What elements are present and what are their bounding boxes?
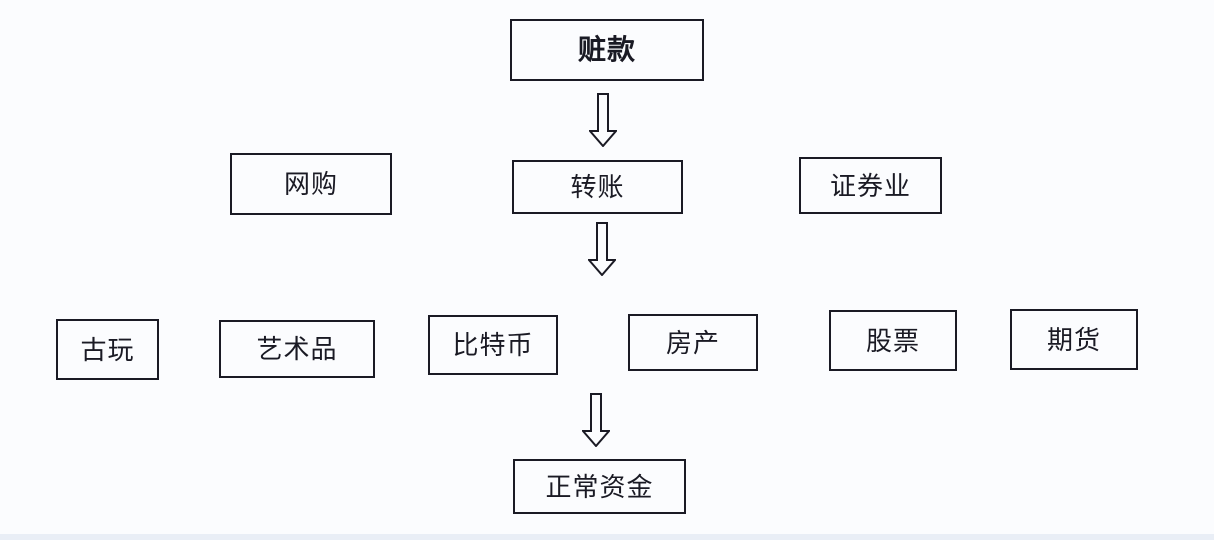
down-arrow-icon [588,222,616,276]
node-stolen-money-label: 赃款 [577,34,636,65]
node-securities-industry: 证券业 [799,157,942,214]
node-stocks-label: 股票 [865,325,920,356]
node-normal-funds-label: 正常资金 [545,471,654,502]
down-arrow-icon [589,93,617,147]
node-antiques-label: 古玩 [80,334,135,365]
node-antiques: 古玩 [56,319,159,380]
node-stocks: 股票 [829,310,957,371]
node-online-shopping: 网购 [230,153,392,215]
down-arrow-icon [582,393,610,447]
node-stolen-money: 赃款 [510,19,704,81]
node-transfer-label: 转账 [570,172,625,202]
node-artwork-label: 艺术品 [256,334,338,364]
node-futures-label: 期货 [1046,324,1101,355]
node-online-shopping-label: 网购 [283,169,338,199]
node-real-estate: 房产 [628,314,758,371]
node-artwork: 艺术品 [219,320,375,378]
node-bitcoin: 比特币 [428,315,558,375]
node-securities-industry-label: 证券业 [829,170,911,201]
bottom-edge-strip [0,534,1214,540]
node-bitcoin-label: 比特币 [452,330,534,360]
node-normal-funds: 正常资金 [513,459,686,514]
node-futures: 期货 [1010,309,1138,370]
node-real-estate-label: 房产 [665,327,720,358]
node-transfer: 转账 [512,160,683,214]
